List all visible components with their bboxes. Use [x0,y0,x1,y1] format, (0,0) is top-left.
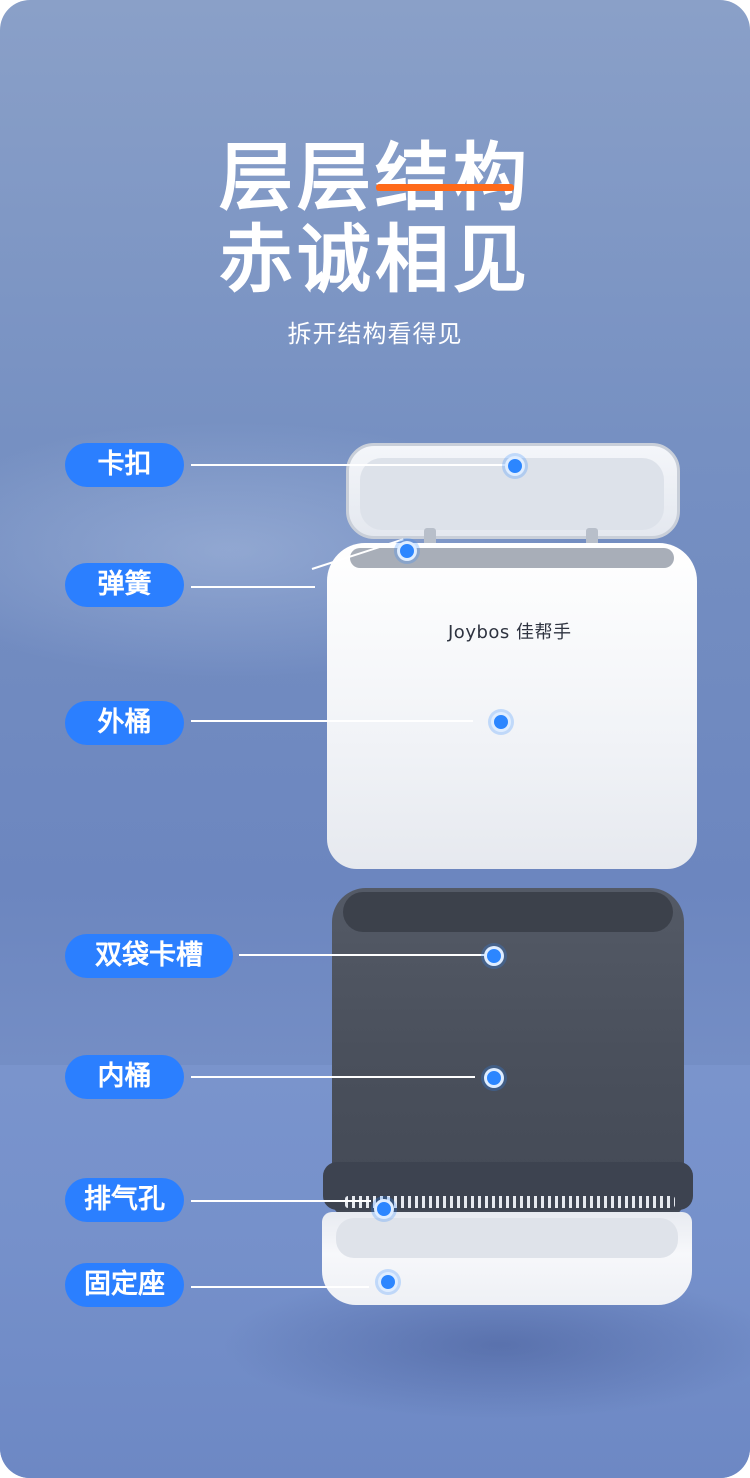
callout-label-bag-slot: 双袋卡槽 [65,934,233,978]
outer-bucket-rim [350,548,674,568]
callout-line-base [191,1286,369,1288]
callout-label-vent: 排气孔 [65,1178,184,1222]
callout-label-base: 固定座 [65,1263,184,1307]
callout-line-outer-bucket [191,720,473,722]
callout-label-clip: 卡扣 [65,443,184,487]
callout-line-bag-slot [239,954,485,956]
brand-logo: Joybos 佳帮手 [448,622,572,643]
inner-bucket-opening [343,892,673,932]
callout-label-outer-bucket: 外桶 [65,701,184,745]
callout-dot-spring [397,541,417,561]
title-underline [376,184,514,191]
base-inner-surface [336,1218,678,1258]
callout-line-clip [191,464,509,466]
callout-label-spring: 弹簧 [65,563,184,607]
callout-dot-base [378,1272,398,1292]
callout-dot-clip [505,456,525,476]
callout-dot-vent [374,1199,394,1219]
callout-line-spring [191,586,315,588]
callout-line-inner-bucket [191,1076,475,1078]
page-title-line1: 层层结构 [219,135,531,221]
vent-holes [345,1196,675,1208]
callout-dot-inner-bucket [484,1068,504,1088]
callout-dot-outer-bucket [491,712,511,732]
callout-dot-bag-slot [484,946,504,966]
page-subtitle: 拆开结构看得见 [287,320,463,348]
page-title-line2: 赤诚相见 [219,217,531,303]
callout-line-vent [191,1200,371,1202]
outer-bucket-image [327,543,697,869]
callout-label-inner-bucket: 内桶 [65,1055,184,1099]
